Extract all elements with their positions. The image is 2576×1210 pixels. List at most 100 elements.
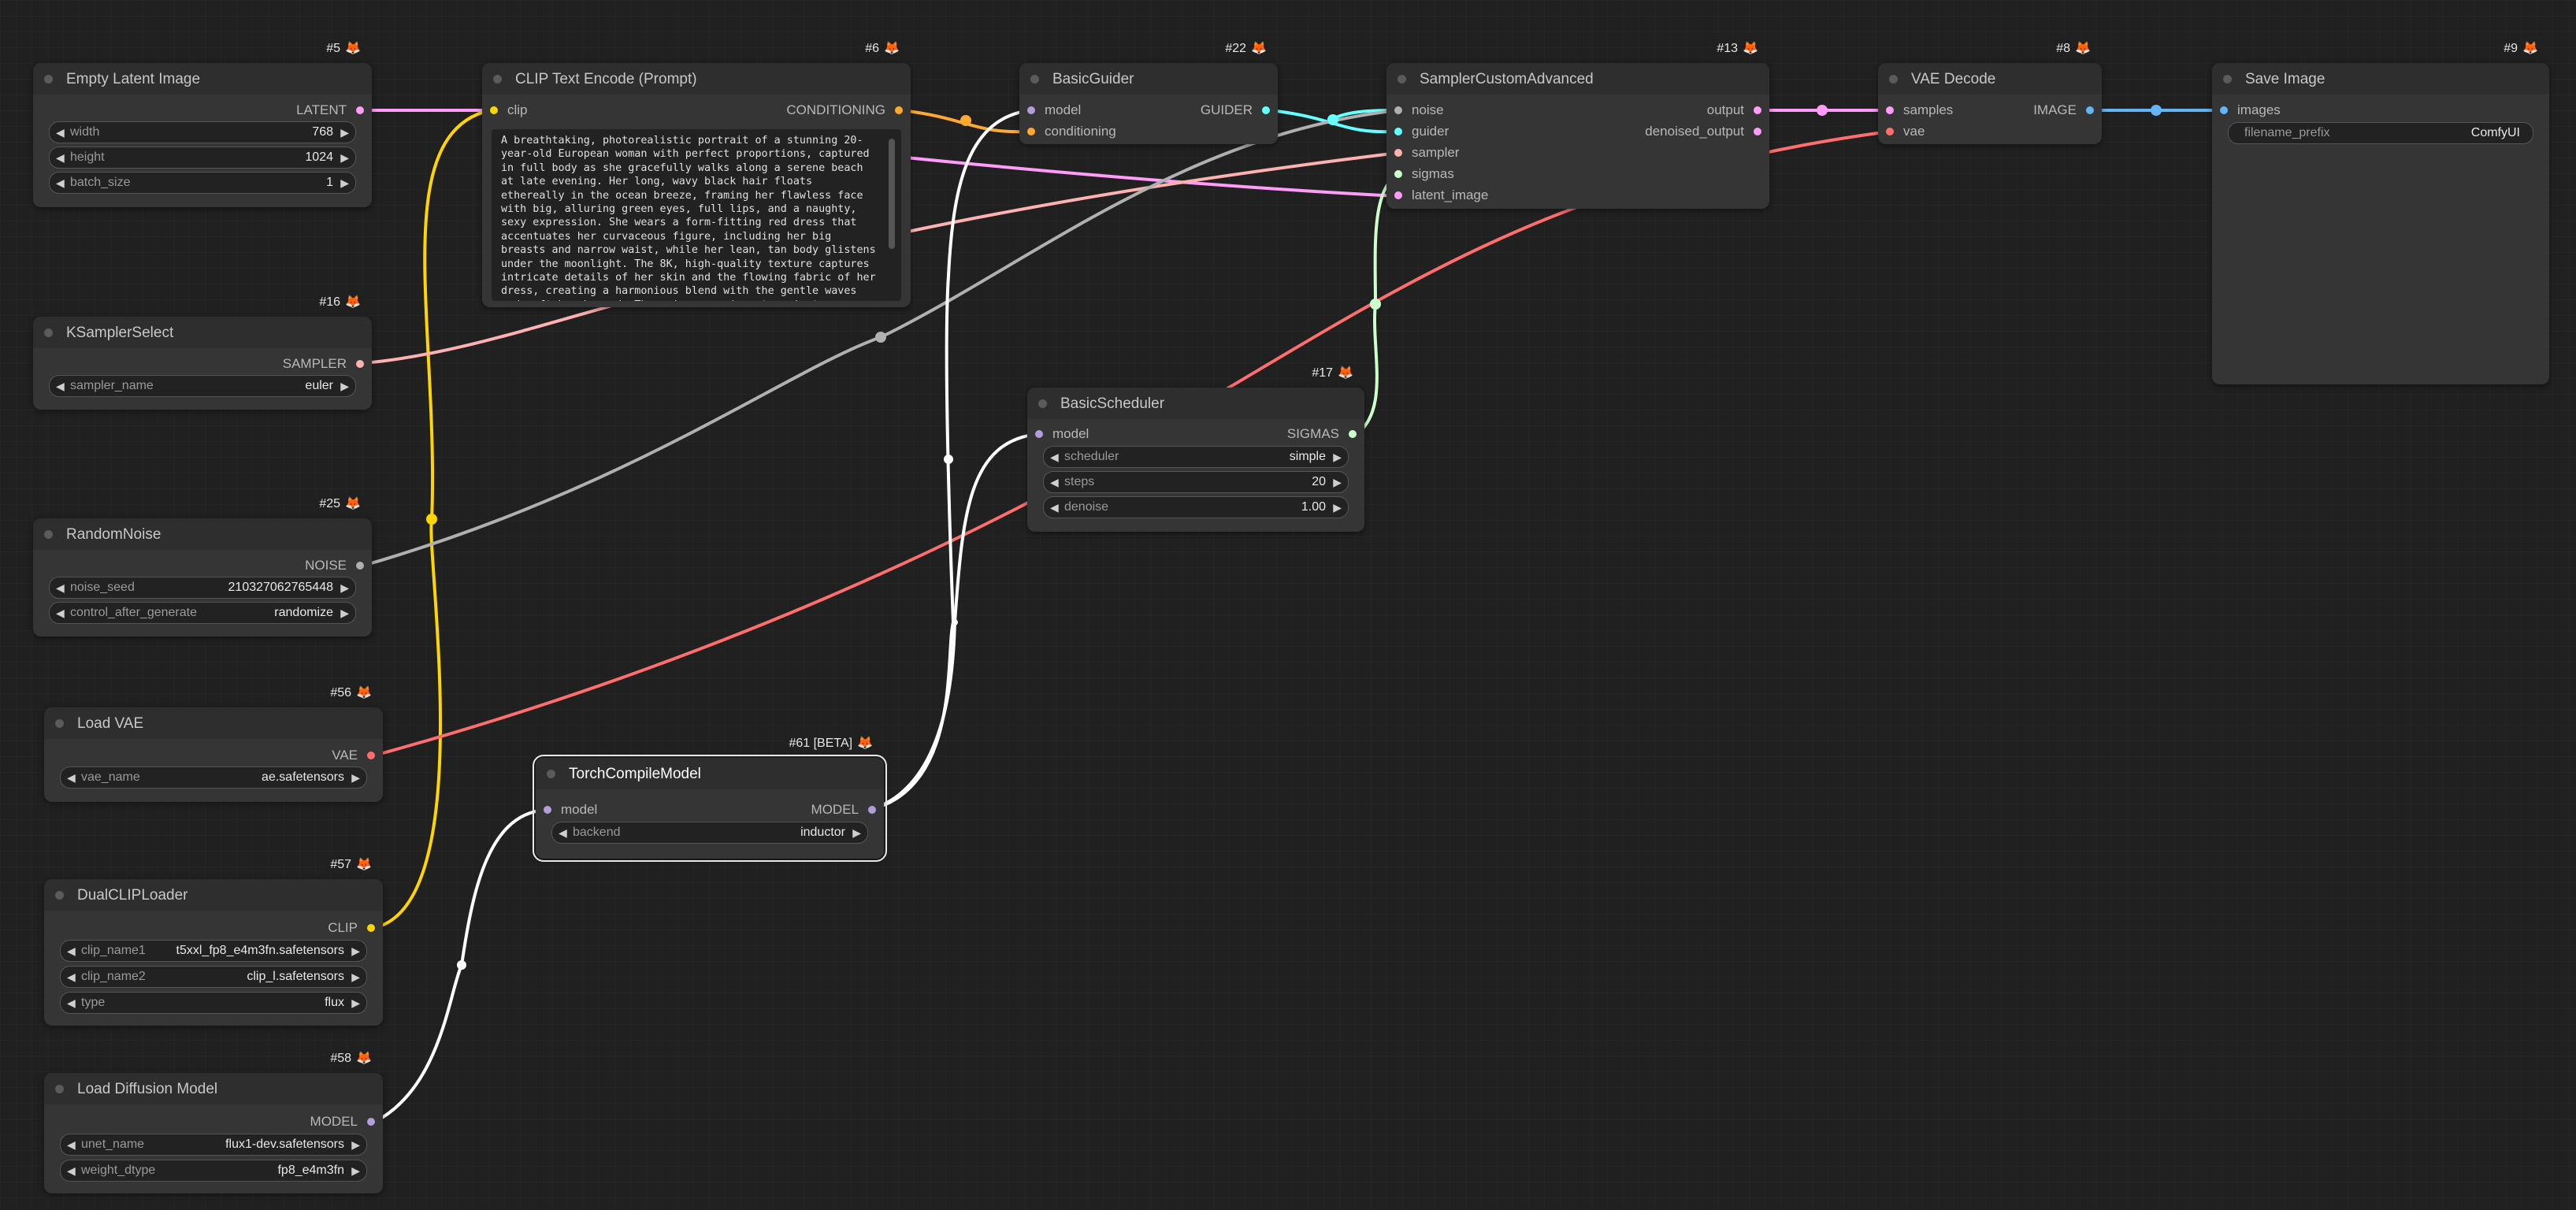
decrement-icon[interactable]: ◀ [56, 126, 65, 139]
collapse-dot-icon[interactable] [1397, 75, 1406, 84]
output-noise[interactable]: NOISE [305, 556, 364, 575]
output-latent[interactable]: LATENT [296, 101, 364, 120]
next-option-icon[interactable]: ▶ [340, 607, 349, 619]
next-option-icon[interactable]: ▶ [340, 380, 349, 392]
next-option-icon[interactable]: ▶ [351, 1138, 360, 1151]
input-noise[interactable]: noise [1394, 101, 1444, 120]
collapse-dot-icon[interactable] [547, 770, 555, 778]
node-header[interactable]: TorchCompileModel [536, 758, 884, 789]
input-model[interactable]: model [544, 800, 597, 819]
collapse-dot-icon[interactable] [2223, 75, 2232, 84]
output-model[interactable]: MODEL [310, 1112, 375, 1131]
input-latent-image[interactable]: latent_image [1394, 186, 1488, 205]
node-basic-scheduler[interactable]: #17🦊 BasicScheduler model SIGMAS ◀schedu… [1027, 364, 1364, 532]
prev-option-icon[interactable]: ◀ [67, 997, 76, 1009]
input-sigmas[interactable]: sigmas [1394, 165, 1454, 184]
prev-option-icon[interactable]: ◀ [1050, 451, 1059, 463]
node-header[interactable]: BasicScheduler [1027, 388, 1364, 419]
next-option-icon[interactable]: ▶ [351, 971, 360, 983]
collapse-dot-icon[interactable] [44, 328, 53, 337]
next-option-icon[interactable]: ▶ [1333, 451, 1342, 463]
increment-icon[interactable]: ▶ [1333, 476, 1342, 488]
node-header[interactable]: BasicGuider [1019, 63, 1278, 95]
input-images[interactable]: images [2220, 101, 2281, 120]
prev-option-icon[interactable]: ◀ [56, 607, 65, 619]
next-option-icon[interactable]: ▶ [351, 997, 360, 1009]
prev-option-icon[interactable]: ◀ [67, 1164, 76, 1177]
output-conditioning[interactable]: CONDITIONING [786, 101, 903, 120]
node-header[interactable]: SamplerCustomAdvanced [1386, 63, 1769, 95]
increment-icon[interactable]: ▶ [340, 151, 349, 164]
node-basic-guider[interactable]: #22🦊 BasicGuider model conditioning GUID… [1019, 39, 1278, 144]
output-sigmas[interactable]: SIGMAS [1287, 425, 1357, 444]
output-sampler[interactable]: SAMPLER [283, 354, 364, 373]
input-conditioning[interactable]: conditioning [1027, 122, 1116, 141]
next-option-icon[interactable]: ▶ [351, 771, 360, 784]
output-image[interactable]: IMAGE [2033, 101, 2094, 120]
prev-option-icon[interactable]: ◀ [56, 380, 65, 392]
node-ksampler-select[interactable]: #16🦊 KSamplerSelect SAMPLER ◀sampler_nam… [33, 293, 372, 410]
collapse-dot-icon[interactable] [55, 1085, 64, 1093]
collapse-dot-icon[interactable] [1030, 75, 1039, 84]
link-conditioning[interactable] [900, 109, 1032, 134]
prompt-scrollbar[interactable] [889, 139, 895, 249]
output-model[interactable]: MODEL [811, 800, 876, 819]
prev-option-icon[interactable]: ◀ [67, 971, 76, 983]
prev-option-icon[interactable]: ◀ [67, 771, 76, 784]
node-torch-compile-model[interactable]: #61 [BETA]🦊 TorchCompileModel model MODE… [533, 734, 887, 862]
output-output[interactable]: output [1707, 101, 1761, 120]
output-denoised[interactable]: denoised_output [1645, 122, 1761, 141]
input-clip[interactable]: clip [490, 101, 528, 120]
collapse-dot-icon[interactable] [1038, 399, 1047, 408]
decrement-icon[interactable]: ◀ [1050, 476, 1059, 488]
node-clip-text-encode[interactable]: #6🦊 CLIP Text Encode (Prompt) clip CONDI… [482, 39, 911, 307]
next-option-icon[interactable]: ▶ [351, 1164, 360, 1177]
collapse-dot-icon[interactable] [44, 530, 53, 539]
input-sampler[interactable]: sampler [1394, 143, 1459, 162]
node-header[interactable]: VAE Decode [1878, 63, 2102, 95]
decrement-icon[interactable]: ◀ [1050, 501, 1059, 514]
input-samples[interactable]: samples [1886, 101, 1953, 120]
prev-option-icon[interactable]: ◀ [559, 826, 567, 839]
node-header[interactable]: Load VAE [44, 707, 383, 739]
collapse-dot-icon[interactable] [55, 719, 64, 728]
node-header[interactable]: Empty Latent Image [33, 63, 372, 95]
node-header[interactable]: DualCLIPLoader [44, 879, 383, 911]
node-vae-decode[interactable]: #8🦊 VAE Decode samples vae IMAGE [1878, 39, 2102, 144]
input-model[interactable]: model [1035, 425, 1089, 444]
node-load-diffusion-model[interactable]: #58🦊 Load Diffusion Model MODEL ◀unet_na… [44, 1049, 383, 1193]
prompt-textarea[interactable]: A breathtaking, photorealistic portrait … [492, 129, 901, 301]
increment-icon[interactable]: ▶ [340, 581, 349, 594]
output-vae[interactable]: VAE [332, 746, 375, 765]
increment-icon[interactable]: ▶ [1333, 501, 1342, 514]
collapse-dot-icon[interactable] [1889, 75, 1898, 84]
decrement-icon[interactable]: ◀ [56, 151, 65, 164]
input-model[interactable]: model [1027, 101, 1081, 120]
node-header[interactable]: Save Image [2212, 63, 2549, 95]
prev-option-icon[interactable]: ◀ [67, 1138, 76, 1151]
node-sampler-custom-advanced[interactable]: #13🦊 SamplerCustomAdvanced noise guider … [1386, 39, 1769, 209]
node-header[interactable]: KSamplerSelect [33, 317, 372, 348]
input-guider[interactable]: guider [1394, 122, 1449, 141]
